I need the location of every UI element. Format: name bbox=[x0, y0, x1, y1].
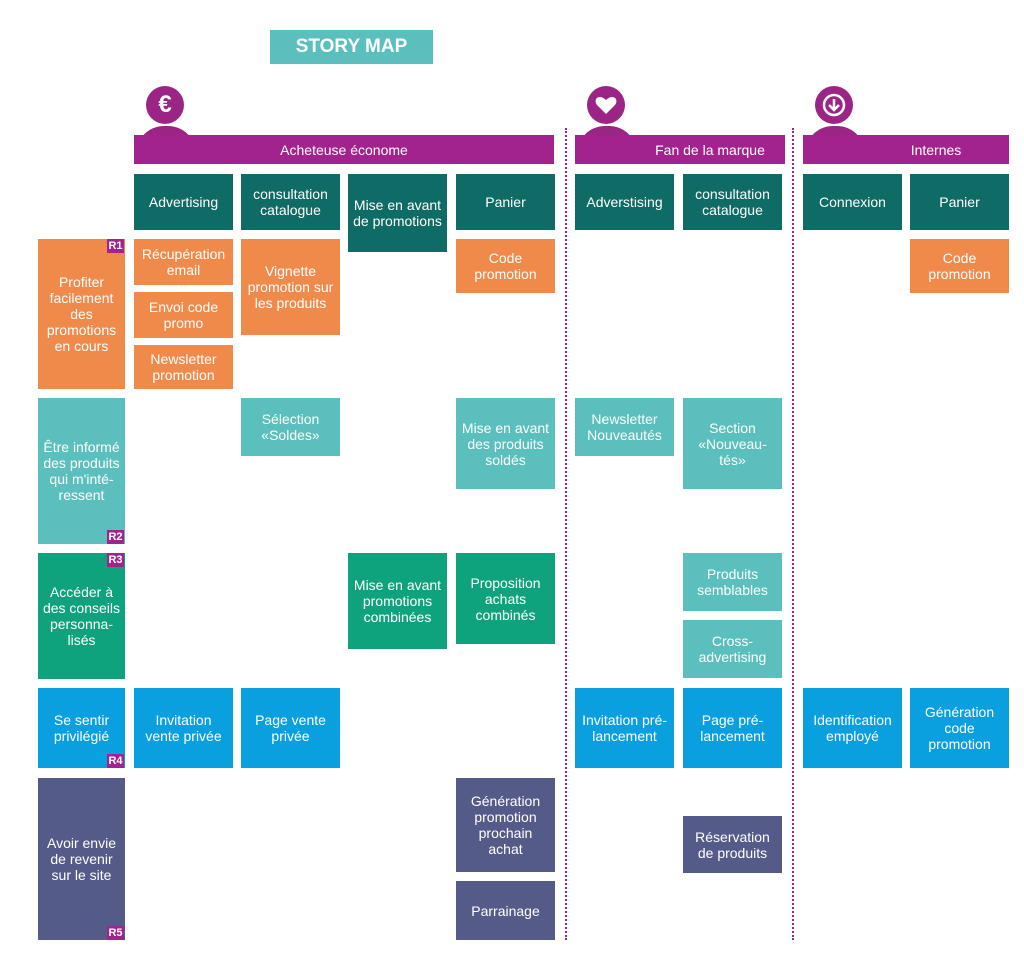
story-card: Récupération email bbox=[134, 239, 233, 285]
release-label-r3: Accéder à des conseils personna-lisés bbox=[38, 553, 125, 679]
heart-icon bbox=[587, 86, 625, 124]
story-card: Section «Nouveau-tés» bbox=[683, 398, 782, 489]
release-tag: R1 bbox=[107, 239, 124, 253]
story-card: Identification employé bbox=[803, 688, 902, 768]
persona-separator bbox=[792, 128, 794, 940]
story-card: Génération promotion prochain achat bbox=[456, 778, 555, 872]
persona-separator bbox=[565, 128, 567, 940]
release-label-r2: Être informé des produits qui m'inté-res… bbox=[38, 398, 125, 544]
story-card: Produits semblables bbox=[683, 553, 782, 611]
story-card: Page vente privée bbox=[241, 688, 340, 768]
page-title: STORY MAP bbox=[270, 30, 433, 64]
activity-card: Panier bbox=[456, 174, 555, 230]
release-label-r5: Avoir envie de revenir sur le site bbox=[38, 778, 125, 940]
release-label-r1: Profiter facilement des promotions en co… bbox=[38, 239, 125, 389]
story-card: Parrainage bbox=[456, 881, 555, 940]
story-card: Envoi code promo bbox=[134, 292, 233, 338]
activity-card: Advertising bbox=[134, 174, 233, 230]
story-card: Code promotion bbox=[456, 239, 555, 293]
activity-card: consultation catalogue bbox=[241, 174, 340, 230]
persona-bar-1: Acheteuse économe bbox=[134, 135, 554, 164]
euro-icon: € bbox=[146, 86, 184, 124]
activity-card: Adverstising bbox=[575, 174, 674, 230]
story-card: Réservation de produits bbox=[683, 816, 782, 873]
story-card: Newsletter Nouveautés bbox=[575, 398, 674, 456]
story-card: Mise en avant promotions combinées bbox=[348, 553, 447, 649]
persona-label: Internes bbox=[910, 141, 962, 158]
activity-card: Mise en avant de promotions bbox=[348, 174, 447, 252]
story-card: Invitation pré-lancement bbox=[575, 688, 674, 768]
story-card: Page pré-lancement bbox=[683, 688, 782, 768]
persona-bar-2: Fan de la marque bbox=[575, 135, 785, 164]
story-card: Code promotion bbox=[910, 239, 1009, 293]
activity-card: Panier bbox=[910, 174, 1009, 230]
activity-card: Connexion bbox=[803, 174, 902, 230]
release-tag: R2 bbox=[107, 530, 124, 544]
release-tag: R4 bbox=[107, 754, 124, 768]
story-card: Vignette promotion sur les produits bbox=[241, 239, 340, 335]
activity-card: consultation catalogue bbox=[683, 174, 782, 230]
story-card: Génération code promotion bbox=[910, 688, 1009, 768]
persona-label: Acheteuse économe bbox=[280, 141, 408, 158]
persona-bar-3: Internes bbox=[803, 135, 1009, 164]
persona-label: Fan de la marque bbox=[655, 141, 765, 158]
release-tag: R3 bbox=[107, 553, 124, 567]
download-icon bbox=[815, 86, 853, 124]
release-tag: R5 bbox=[107, 926, 124, 940]
story-card: Cross-advertising bbox=[683, 620, 782, 678]
story-card: Sélection «Soldes» bbox=[241, 398, 340, 456]
story-card: Proposition achats combinés bbox=[456, 553, 555, 644]
story-card: Mise en avant des produits soldés bbox=[456, 398, 555, 489]
story-card: Invitation vente privée bbox=[134, 688, 233, 768]
story-card: Newsletter promotion bbox=[134, 345, 233, 389]
